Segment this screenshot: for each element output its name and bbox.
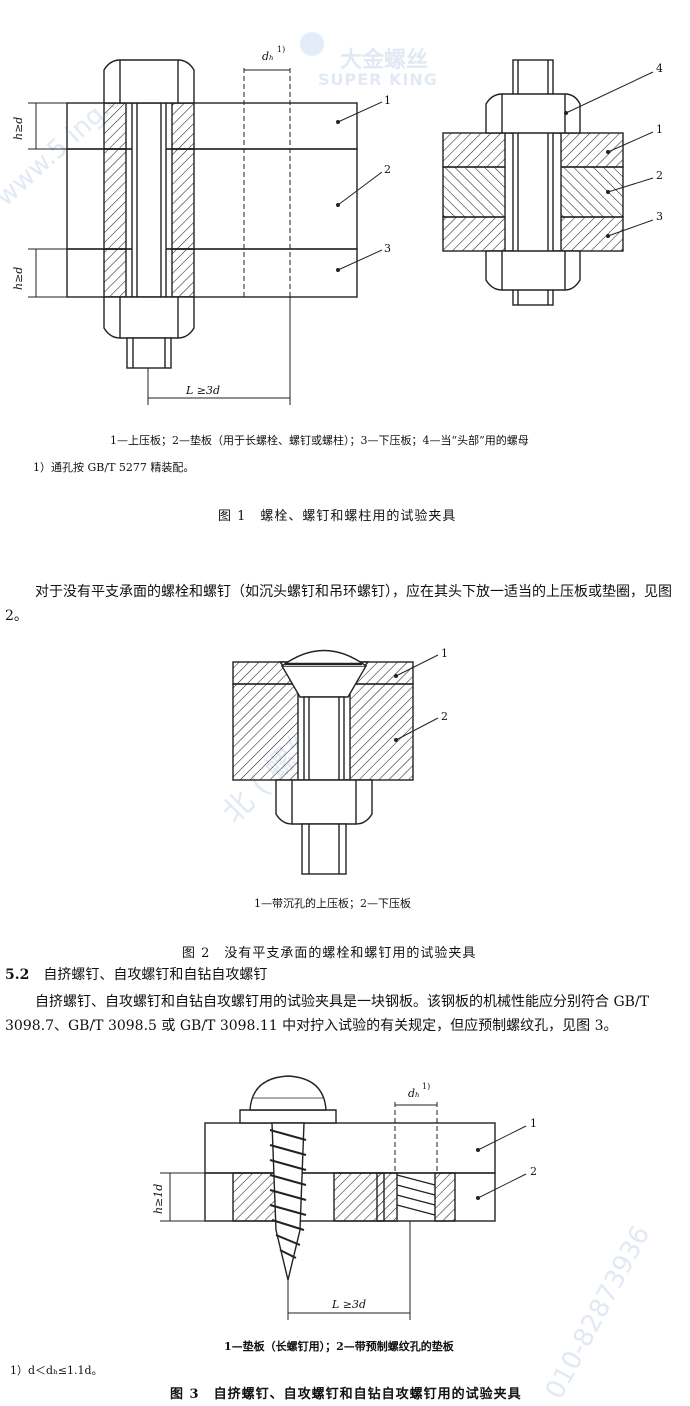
fig3-caption: 图 3 自挤螺钉、自攻螺钉和自钻自攻螺钉用的试验夹具 <box>170 1387 522 1402</box>
fig3-dh-sup: 1) <box>422 1082 431 1091</box>
fig3-footnote: 1）d＜dₕ≤1.1d。 <box>10 1364 103 1377</box>
fig3-dh-label: dₕ <box>408 1087 420 1100</box>
fig3-legend: 1—垫板（长螺钉用）；2—带预制螺纹孔的垫板 <box>224 1340 454 1353</box>
fig1-dh-sup: 1) <box>277 45 286 54</box>
fig2-callout-1: 1 <box>441 647 448 660</box>
figure3-drawing <box>160 1075 527 1320</box>
fig3-callout-1: 1 <box>530 1117 537 1130</box>
fig2-callout-2: 2 <box>441 710 448 723</box>
fig1-dh-label: dₕ <box>262 50 274 63</box>
fig1-right-callout-1: 1 <box>656 123 663 136</box>
section-title: 自挤螺钉、自攻螺钉和自钻自攻螺钉 <box>43 967 268 983</box>
paragraph-flat-support: 对于没有平支承面的螺栓和螺钉（如沉头螺钉和吊环螺钉），应在其头下放一适当的上压板… <box>5 584 672 624</box>
fig1-right-callout-2: 2 <box>656 169 663 182</box>
fig1-legend: 1—上压板；2—垫板（用于长螺栓、螺钉或螺柱）；3—下压板；4—当“头部”用的螺… <box>110 434 529 447</box>
fig3-callout-2: 2 <box>530 1165 537 1178</box>
fig2-caption: 图 2 没有平支承面的螺栓和螺钉用的试验夹具 <box>182 946 477 961</box>
watermark-logo-en: SUPER KING <box>318 70 438 89</box>
watermark-logo-cn: 大金螺丝 <box>340 48 429 73</box>
fig1-right-callout-4: 4 <box>656 62 663 75</box>
section-body: 自挤螺钉、自攻螺钉和自钻自攻螺钉用的试验夹具是一块钢板。该钢板的机械性能应分别符… <box>5 994 649 1034</box>
fig1-L-label: L ≥3d <box>186 384 221 397</box>
fig1-callout-1: 1 <box>384 94 391 107</box>
fig1-caption: 图 1 螺栓、螺钉和螺柱用的试验夹具 <box>218 509 457 524</box>
fig1-callout-2: 2 <box>384 163 391 176</box>
fig1-footnote: 1）通孔按 GB/T 5277 精装配。 <box>33 461 195 474</box>
watermark-logo-dot <box>300 32 324 56</box>
fig1-h-label-bottom: h≥d <box>12 266 25 290</box>
fig1-h-label-top: h≥d <box>12 116 25 140</box>
figure2-drawing <box>232 649 439 875</box>
section-number: 5.2 <box>5 967 30 983</box>
fig1-callout-3: 3 <box>384 242 391 255</box>
section-heading: 5.2 自挤螺钉、自攻螺钉和自钻自攻螺钉 <box>5 964 267 984</box>
fig2-legend: 1—带沉孔的上压板；2—下压板 <box>254 897 411 910</box>
fig3-h-label: h≥1d <box>152 1183 165 1214</box>
fig3-L-label: L ≥3d <box>332 1298 367 1311</box>
fig1-right-callout-3: 3 <box>656 210 663 223</box>
